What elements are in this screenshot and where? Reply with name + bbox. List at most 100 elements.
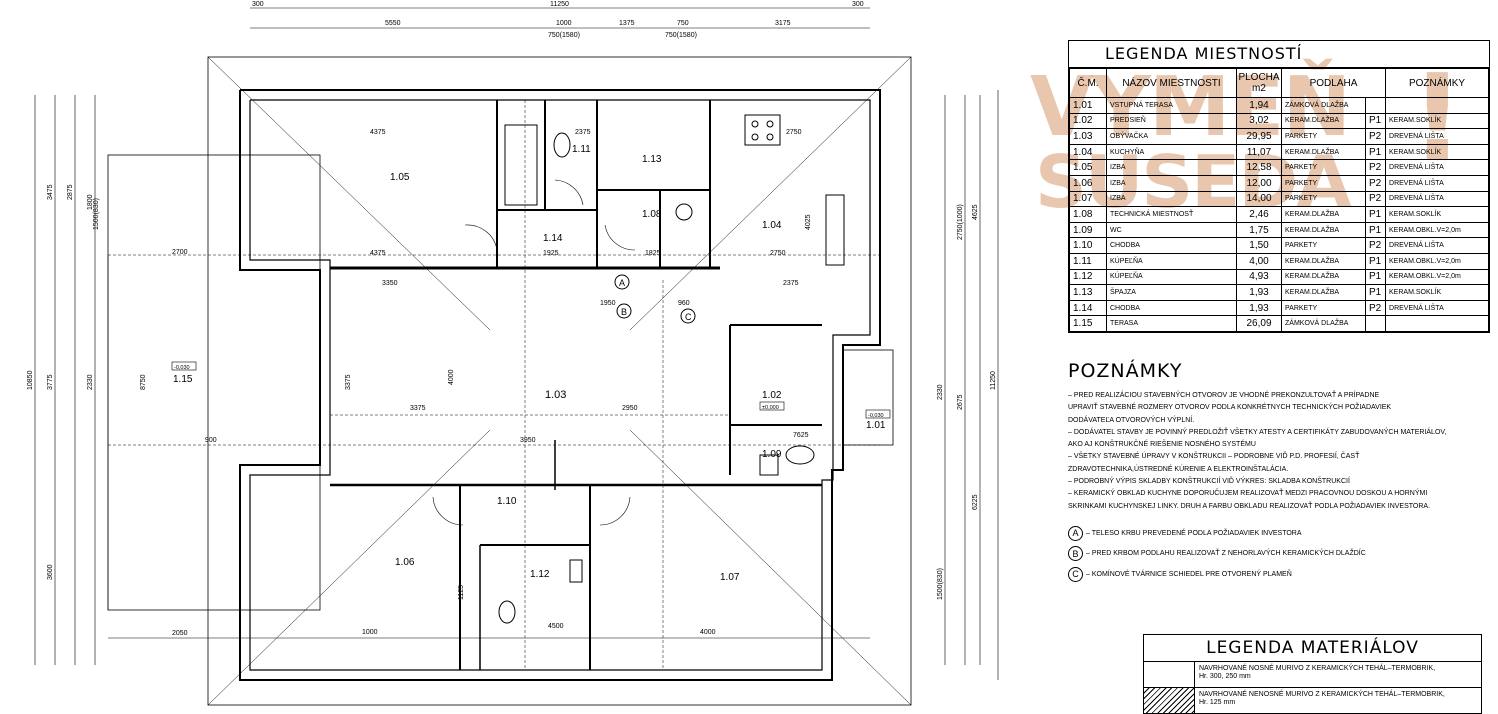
symbol-a-text: – TELESO KRBU PREVEDENÉ PODLA POŽIADAVIE… (1086, 529, 1302, 537)
room-legend: LEGENDA MIESTNOSTÍ Č.M. NÁZOV MIESTNOSTI… (1068, 40, 1490, 333)
room-legend-cell: P1 (1364, 252, 1387, 270)
room-legend-cell: IZBA (1106, 159, 1237, 176)
room-legend-cell: 1.07 (1069, 190, 1107, 208)
header-name: NÁZOV MIESTNOSTI (1106, 68, 1237, 98)
room-legend-cell: P2 (1364, 299, 1387, 317)
room-legend-cell: 12,00 (1236, 174, 1282, 192)
room-legend-cell: 1.14 (1069, 299, 1107, 317)
material-2-line1: NAVRHOVANÉ NENOSNÉ MURIVO Z KERAMICKÝCH … (1199, 691, 1445, 698)
note-line: AKO AJ KONŠTRUKČNÉ RIEŠENIE NOSNÉHO SYST… (1068, 441, 1256, 449)
room-legend-cell: 1.10 (1069, 237, 1107, 254)
room-legend-cell: 2,46 (1236, 206, 1282, 223)
room-legend-cell: 1,93 (1236, 299, 1282, 317)
dim-right-2330: 2330 (937, 384, 944, 400)
room-legend-cell: P1 (1364, 268, 1387, 286)
room-legend-cell: PARKETY (1281, 190, 1366, 208)
room-legend-cell: KERAM.DLAŽBA (1281, 221, 1366, 239)
dim-top-1000: 1000 (556, 20, 572, 27)
room-legend-cell: 1.13 (1069, 284, 1107, 301)
dim-right-1500: 1500(830) (937, 568, 944, 600)
room-legend-cell: 4,93 (1236, 268, 1282, 286)
marker-c-circle (680, 308, 696, 324)
room-legend-cell: DREVENÁ LIŠTA (1385, 128, 1489, 145)
room-legend-cell: ZÁMKOVÁ DLAŽBA (1281, 97, 1366, 114)
room-legend-cell: DREVENÁ LIŠTA (1385, 190, 1489, 208)
dim-left-3600: 3600 (47, 564, 54, 580)
marker-a-circle (614, 274, 630, 290)
room-legend-cell: OBÝVAČKA (1106, 128, 1237, 145)
dim-left-total: 10850 (27, 370, 34, 390)
room-legend-cell: KERAM.SOKLÍK (1385, 284, 1489, 301)
room-label-1-06: 1.06 (395, 557, 415, 568)
room-legend-cell: KERAM.DLAŽBA (1281, 284, 1366, 301)
dim-top-total: 11250 (550, 1, 569, 8)
room-legend-cell: 1.08 (1069, 206, 1107, 223)
outer-wall (239, 89, 881, 681)
symbol-c-icon: C (1068, 566, 1083, 582)
room-legend-cell: CHODBA (1106, 299, 1237, 317)
room-legend-cell: P2 (1364, 190, 1387, 208)
room-legend-cell: 26,09 (1236, 315, 1282, 332)
room-legend-cell: P2 (1364, 174, 1387, 192)
room-legend-cell: P1 (1364, 221, 1387, 239)
bathtub (504, 124, 538, 206)
room-legend-cell: PARKETY (1281, 159, 1366, 176)
level-tag-terrace: -0,030 (174, 365, 190, 371)
level-tag-entrance: -0,030 (868, 413, 884, 419)
room-legend-cell: ŠPAJZA (1106, 284, 1237, 301)
room-legend-cell: KERAM.OBKL.V=2,0m (1385, 252, 1489, 270)
dim-top-5550: 5550 (385, 20, 401, 27)
room-legend-cell: P2 (1364, 237, 1387, 254)
dim-3350: 3350 (382, 280, 398, 287)
symbol-row: A – TELESO KRBU PREVEDENÉ PODLA POŽIADAV… (1068, 523, 1493, 544)
note-line: UPRAVIŤ STAVEBNÉ ROZMERY OTVOROV PODLA K… (1068, 404, 1392, 412)
note-line: DODÁVATEĽA OTVOROVÝCH VÝPLNÍ. (1068, 416, 1195, 424)
dim-1825: 1825 (645, 250, 661, 257)
dim-4000-v: 4000 (448, 369, 455, 385)
dim-top-window-a: 750(1580) (548, 32, 580, 39)
room-legend-cell (1385, 315, 1489, 332)
dim-left-2875: 2875 (67, 184, 74, 200)
header-floor: PODLAHA (1280, 68, 1387, 98)
room-legend-cell: TECHNICKÁ MIESTNOSŤ (1106, 206, 1237, 223)
room-legend-cell: 1.02 (1069, 112, 1107, 130)
header-number: Č.M. (1069, 68, 1107, 98)
room-legend-cell: CHODBA (1106, 237, 1237, 254)
room-legend-cell: IZBA (1106, 174, 1237, 192)
room-legend-cell: DREVENÁ LIŠTA (1385, 174, 1489, 192)
level-tag-hall: ±0,000 (762, 405, 779, 411)
dim-960: 960 (678, 300, 690, 307)
roof-outline (207, 56, 912, 706)
symbol-b-text: – PRED KRBOM PODLAHU REALIZOVAŤ Z NEHORL… (1086, 550, 1366, 558)
dim-left-8750: 8750 (140, 374, 147, 390)
dim-1125: 4500 (548, 623, 564, 630)
dim-left-1800: 1800 (87, 194, 94, 210)
room-legend-cell: P1 (1364, 206, 1387, 223)
room-legend-cell: 1,50 (1236, 237, 1282, 254)
room-legend-cell: PARKETY (1281, 237, 1366, 254)
dim-2700-top: 2700 (172, 249, 188, 256)
symbol-a-icon: A (1068, 525, 1083, 541)
marker-b-circle (616, 303, 632, 319)
symbol-legend: A – TELESO KRBU PREVEDENÉ PODLA POŽIADAV… (1068, 523, 1493, 585)
material-row: NAVRHOVANÉ NENOSNÉ MURIVO Z KERAMICKÝCH … (1144, 688, 1481, 713)
room-legend-cell: 1.04 (1069, 143, 1107, 161)
dim-top-window-b: 750(1580) (665, 32, 697, 39)
stove (744, 114, 781, 146)
room-legend-cell: 1.03 (1069, 128, 1107, 145)
room-legend-cell: PARKETY (1281, 299, 1366, 317)
dim-3950: 900 (205, 437, 217, 444)
room-label-1-10: 1.10 (497, 496, 517, 507)
room-legend-title: LEGENDA MIESTNOSTÍ (1069, 41, 1489, 68)
room-legend-cell: ZÁMKOVÁ DLAŽBA (1281, 315, 1366, 332)
room-legend-cell: 1,75 (1236, 221, 1282, 239)
material-2-line2: Hr. 125 mm (1199, 699, 1236, 706)
dim-1000: 7625 (793, 432, 809, 439)
room-legend-cell: P2 (1364, 128, 1387, 145)
room-legend-cell: PREDSIEŇ (1106, 112, 1237, 130)
